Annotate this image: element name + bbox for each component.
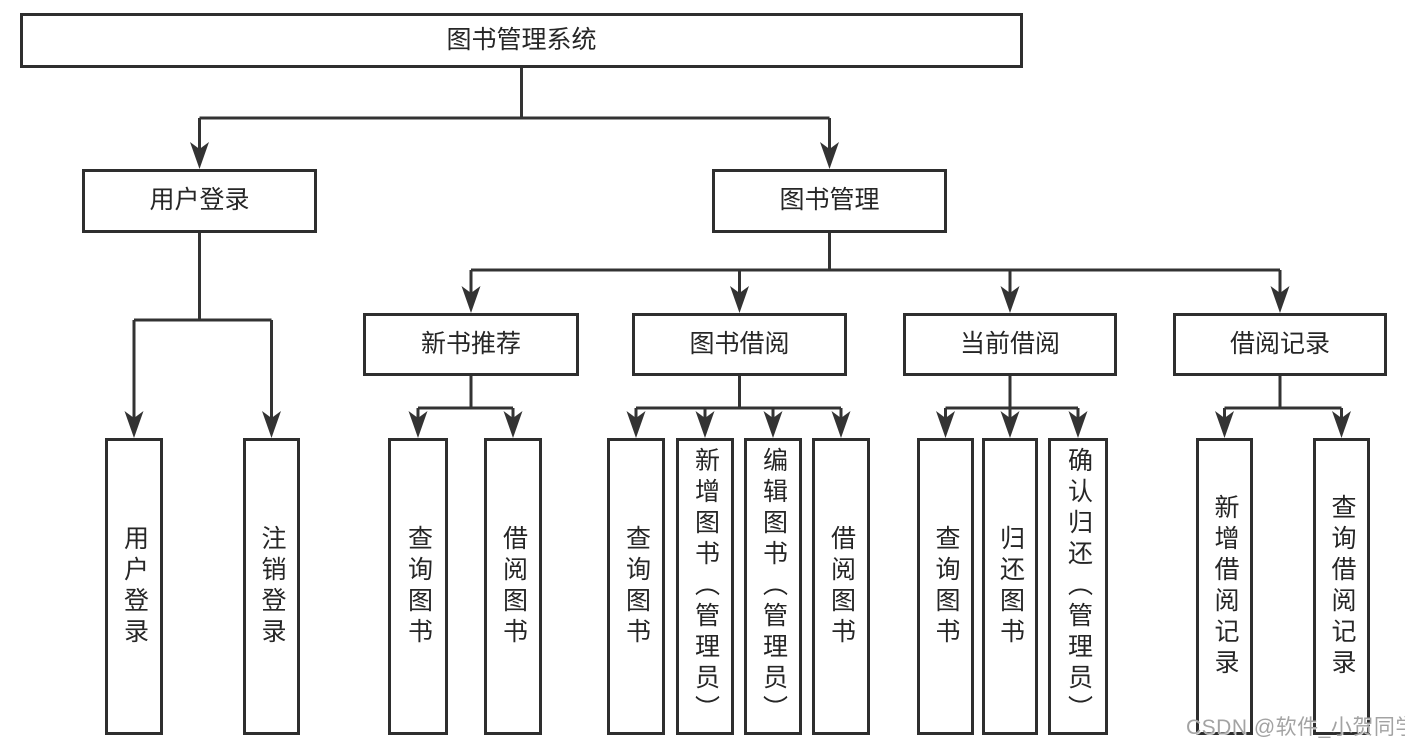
node-library-management-system: 图书管理系统 — [20, 13, 1023, 68]
leaf-borrowing-query-books: 查询图书 — [607, 438, 665, 735]
arrowhead-down-icon — [730, 286, 749, 313]
node-new-book-recommend: 新书推荐 — [363, 313, 579, 376]
node-borrowing-records: 借阅记录 — [1173, 313, 1387, 376]
arrowhead-down-icon — [503, 411, 523, 438]
connector-group-6 — [1215, 376, 1351, 438]
arrowhead-down-icon — [1332, 411, 1351, 438]
leaf-current-query-books: 查询图书 — [917, 438, 974, 735]
leaf-records-add-borrow-record: 新增借阅记录 — [1196, 438, 1253, 735]
arrowhead-down-icon — [262, 411, 281, 438]
connector-group-4 — [626, 376, 851, 438]
arrowhead-down-icon — [408, 411, 428, 438]
leaf-logout: 注销登录 — [243, 438, 300, 735]
arrowhead-down-icon — [695, 411, 715, 438]
arrowhead-down-icon — [831, 411, 851, 438]
connector-group-5 — [936, 376, 1088, 438]
connector-group-1 — [124, 233, 281, 438]
arrowhead-down-icon — [1270, 286, 1290, 313]
connector-group-2 — [461, 233, 1290, 313]
leaf-user-login: 用户登录 — [105, 438, 163, 735]
arrowhead-down-icon — [626, 411, 646, 438]
csdn-watermark: CSDN @软件_小贺同学 — [1186, 716, 1405, 739]
arrowhead-down-icon — [1068, 411, 1088, 438]
arrowhead-down-icon — [461, 286, 481, 313]
arrowhead-down-icon — [124, 411, 144, 438]
arrowhead-down-icon — [190, 142, 209, 169]
arrowhead-down-icon — [1000, 286, 1020, 313]
leaf-borrowing-add-books-admin: 新增图书（管理员） — [676, 438, 734, 735]
node-user-login: 用户登录 — [82, 169, 317, 233]
leaf-current-confirm-return-admin: 确认归还（管理员） — [1048, 438, 1108, 735]
arrowhead-down-icon — [1215, 411, 1234, 438]
leaf-recommend-query-books: 查询图书 — [388, 438, 448, 735]
arrowhead-down-icon — [820, 142, 839, 169]
leaf-recommend-borrow-books: 借阅图书 — [484, 438, 542, 735]
node-current-borrowing: 当前借阅 — [903, 313, 1117, 376]
node-book-borrowing: 图书借阅 — [632, 313, 847, 376]
node-book-management: 图书管理 — [712, 169, 947, 233]
arrowhead-down-icon — [763, 411, 783, 438]
connector-group-3 — [408, 376, 523, 438]
arrowhead-down-icon — [1000, 411, 1020, 438]
connector-group-0 — [190, 68, 839, 169]
leaf-borrowing-borrow-books: 借阅图书 — [812, 438, 870, 735]
leaf-borrowing-edit-books-admin: 编辑图书（管理员） — [744, 438, 802, 735]
leaf-records-query-borrow-record: 查询借阅记录 — [1313, 438, 1370, 735]
leaf-current-return-books: 归还图书 — [982, 438, 1038, 735]
arrowhead-down-icon — [936, 411, 955, 438]
